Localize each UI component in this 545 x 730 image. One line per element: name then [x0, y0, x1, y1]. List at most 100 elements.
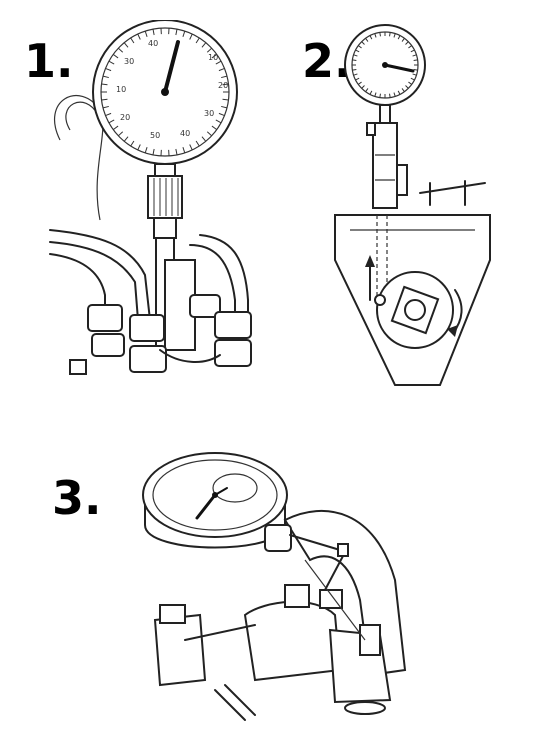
pipe-nut [129, 314, 165, 342]
dial-tick [137, 33, 141, 40]
dial-tick [130, 140, 135, 147]
dial-tick [413, 59, 418, 61]
dial-tick [408, 81, 412, 85]
dial-tick [102, 75, 109, 79]
dial-tick [389, 93, 391, 98]
dial-tick [389, 32, 391, 37]
dial-number: 20 [120, 113, 130, 122]
dial-tick [221, 105, 228, 109]
dial-tick [393, 33, 396, 38]
dial-tick [222, 83, 229, 86]
dial-tick [195, 37, 200, 44]
dial-needle [195, 493, 217, 520]
gauge-holder [372, 122, 398, 209]
figure-1-svg: 40 10 30 20 10 20 40 30 50 40 [49, 20, 252, 375]
dial-tick [374, 92, 377, 97]
dial-tick [112, 53, 119, 59]
dial-tick [352, 69, 357, 71]
dial-tick [365, 38, 369, 42]
dial-tick [105, 67, 112, 72]
pipe-nut [91, 333, 125, 357]
dial-number: 20 [218, 81, 228, 90]
dial-tick [379, 32, 381, 37]
dial-tick [182, 147, 186, 154]
dial-tick [108, 60, 115, 65]
dial-tick [211, 125, 218, 131]
figure-2-label: 2. [302, 34, 352, 88]
dial-tick [144, 30, 148, 37]
dial-tick [405, 41, 409, 45]
dial-tick [379, 93, 381, 98]
dial-tick [410, 77, 415, 81]
pipe-nut [189, 294, 221, 318]
dial-tick [221, 75, 228, 79]
dial-tick [361, 85, 365, 89]
dial-tick [101, 83, 108, 86]
pipe-nut [87, 304, 123, 332]
dial-tick [123, 136, 129, 142]
dial-number: 40 [180, 129, 190, 138]
figure-3-label: 3. [52, 471, 102, 525]
dial-number: 10 [208, 53, 218, 62]
dial-tick [189, 33, 193, 40]
dial-tick [353, 73, 358, 76]
dial-tick [211, 53, 218, 59]
dial-tick [175, 148, 178, 155]
dial-tick [130, 37, 135, 44]
dial-needle [163, 40, 180, 94]
dial-tick [397, 90, 401, 95]
dial-tick [112, 125, 119, 131]
figure-1-label: 1. [24, 34, 74, 88]
figure-1-illustration: 40 10 30 20 10 20 40 30 50 40 [40, 20, 280, 390]
dial-tick [361, 41, 365, 45]
dial-tick [412, 54, 417, 57]
dial-tick [410, 49, 415, 53]
dial-tick [206, 47, 212, 53]
dial-tick [105, 112, 112, 117]
dial-tick [353, 54, 358, 57]
pipe-nut [214, 339, 252, 367]
dial-tick [123, 42, 129, 48]
dial-tick [182, 30, 186, 37]
figure-2-illustration [325, 15, 505, 400]
dial-tick [118, 47, 124, 53]
dial-tick [201, 42, 207, 48]
figure-3-illustration [125, 440, 425, 725]
dial-tick [401, 38, 405, 42]
dial-tick [355, 49, 360, 53]
dial-tick [358, 81, 362, 85]
dial-tick [195, 140, 200, 147]
dial-number: 30 [204, 109, 214, 118]
dial-tick [218, 112, 225, 117]
knurled-collar [147, 175, 183, 219]
dial-tick [397, 35, 401, 40]
dial-tick [215, 60, 222, 65]
dial-number: 50 [150, 131, 160, 140]
dial-tick [408, 45, 412, 49]
dial-tick [144, 147, 148, 154]
rocker-body [243, 600, 342, 682]
dial-number: 10 [116, 85, 126, 94]
dial-number: 40 [148, 39, 158, 48]
dial-tick [189, 144, 193, 151]
dial-tick [201, 136, 207, 142]
dial-number: 30 [124, 57, 134, 66]
dial-tick [218, 67, 225, 72]
dial-tick [152, 29, 155, 36]
figure-2-svg [334, 24, 491, 386]
dial-tick [355, 77, 360, 81]
figure-3-svg [142, 452, 407, 721]
pipe-nut [129, 345, 167, 373]
dial-tick [101, 98, 108, 101]
dial-tick [401, 88, 405, 92]
dial-tick [412, 73, 417, 76]
dial-tick [413, 69, 418, 71]
dial-tick [365, 88, 369, 92]
dial-tick [358, 45, 362, 49]
dial-needle [383, 63, 415, 73]
dial-tick [369, 90, 373, 95]
dial-tick [118, 131, 124, 137]
dial-tick [102, 105, 109, 109]
dial-tick [108, 119, 115, 124]
dial-tick [206, 131, 212, 137]
